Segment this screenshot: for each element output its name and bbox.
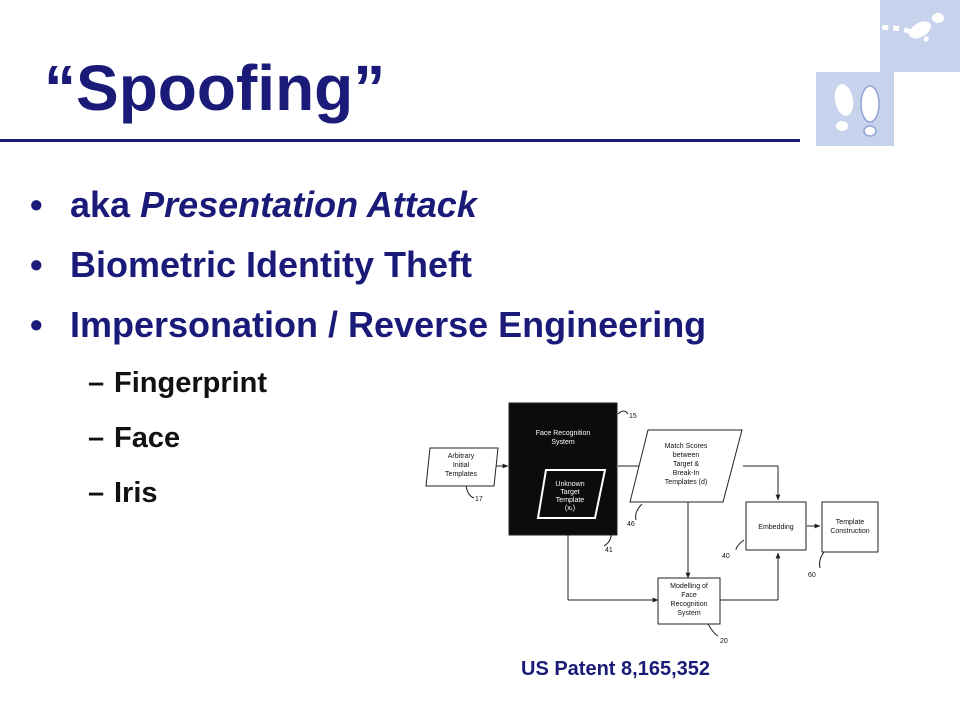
unknown-template-box [536,469,607,519]
svg-text:between: between [673,452,700,459]
svg-text:Templates: Templates [445,471,477,478]
svg-text:System: System [677,610,701,617]
bullet-item: •aka Presentation Attack [30,184,477,225]
bullet-item: •Biometric Identity Theft [30,244,473,285]
svg-text:Target: Target [560,489,580,496]
patent-caption: US Patent 8,165,352 [521,658,710,680]
embedding-label: Embedding [758,524,794,531]
footprints-decoration [816,0,960,146]
title-underline [0,139,800,142]
sub-bullet-item: –Face [88,422,181,454]
sub-bullet-list: –Fingerprint –Face –Iris [88,363,267,528]
svg-text:System: System [551,439,575,446]
ref-15: 15 [629,413,637,420]
slide-title: “Spoofing” [44,52,386,124]
footprint-icon [834,13,944,131]
svg-text:Recognition: Recognition [671,601,708,608]
svg-text:(xₜ): (xₜ) [565,505,575,512]
svg-text:Target &: Target & [673,461,699,468]
sub-bullet-item: –Fingerprint [88,367,268,399]
match-scores-label: Match Scores [665,443,708,450]
svg-text:Templates (d): Templates (d) [665,479,707,486]
bullet-item: •Impersonation / Reverse Engineering [30,304,707,345]
svg-text:Construction: Construction [830,528,869,535]
svg-text:Template: Template [556,497,585,504]
svg-text:Initial: Initial [453,462,470,469]
arbitrary-label: Arbitrary [448,453,475,460]
ref-60: 60 [808,572,816,579]
modelling-label: Modelling of [670,583,708,590]
sub-bullet-item: –Iris [88,477,158,509]
face-system-label: Face Recognition [536,430,591,437]
ref-17: 17 [475,496,483,503]
ref-20: 20 [720,638,728,645]
ref-41: 41 [605,547,613,554]
template-construction-label: Template [836,519,865,526]
ref-46: 46 [627,521,635,528]
unknown-template-label: Unknown [555,481,584,488]
ref-40: 40 [722,553,730,560]
patent-diagram: Arbitrary Initial Templates Face Recogni… [425,402,879,645]
svg-text:Face: Face [681,592,697,599]
svg-text:Break-In: Break-In [673,470,700,477]
main-bullet-list: •aka Presentation Attack •Biometric Iden… [30,180,706,360]
